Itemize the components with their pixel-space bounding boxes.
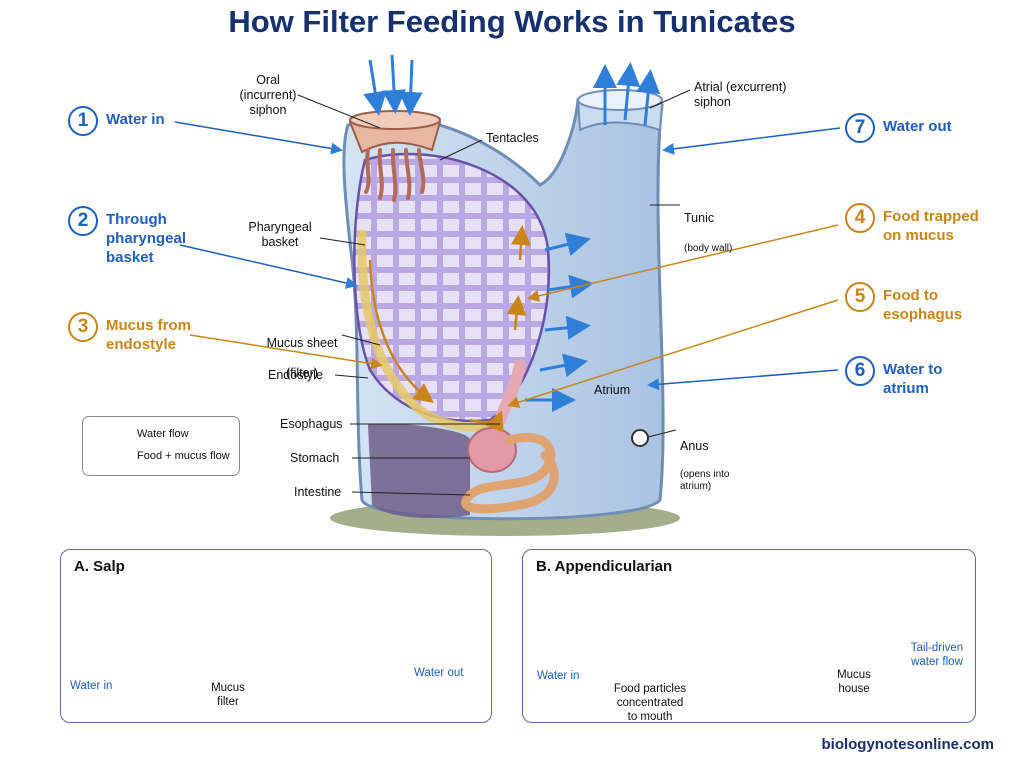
label-oral-siphon: Oral (incurrent) siphon	[239, 73, 297, 117]
anus-subtitle: (opens into atrium)	[680, 469, 730, 492]
legend-food-flow: Food + mucus flow	[137, 450, 230, 462]
label-atrial-siphon: Atrial (excurrent) siphon	[694, 80, 787, 109]
panel-salp	[60, 549, 492, 723]
tentacles-shape	[364, 148, 426, 202]
step-label: Food to esophagus	[883, 287, 963, 323]
anus-title: Anus	[680, 439, 709, 453]
label-stomach: Stomach	[290, 451, 340, 465]
label-atrium: Atrium	[594, 383, 631, 397]
label-tentacles: Tentacles	[486, 131, 539, 145]
step-5-food-esophagus: 5 Food to esophagus	[845, 282, 962, 324]
page-title: How Filter Feeding Works in Tunicates	[228, 4, 796, 39]
label-esophagus: Esophagus	[280, 417, 343, 431]
salp-water-in-label: Water in	[70, 680, 113, 692]
legend: Water flow Food + mucus flow	[82, 416, 240, 476]
step-number: 2	[68, 206, 98, 236]
step-label: Mucus from endostyle	[106, 317, 192, 353]
anus-shape	[631, 429, 649, 447]
salp-water-out-label: Water out	[414, 667, 464, 679]
app-tail-flow-label: Tail-driven water flow	[910, 642, 964, 668]
step-number: 1	[68, 106, 98, 136]
step-1-water-in: 1 Water in	[68, 106, 165, 136]
step-label: Through pharyngeal basket	[106, 211, 187, 266]
step-label: Water in	[106, 111, 165, 128]
step-label: Water out	[883, 118, 952, 135]
step-4-food-trapped: 4 Food trapped on mucus	[845, 203, 979, 245]
panel-appendicularian-title: B. Appendicularian	[536, 558, 673, 575]
panel-appendicularian	[522, 549, 976, 723]
tunic-subtitle: (body wall)	[684, 243, 733, 254]
step-label: Water to atrium	[883, 361, 943, 397]
label-intestine: Intestine	[294, 485, 342, 499]
label-anus: Anus (opens into atrium)	[680, 424, 729, 508]
stomach-shape	[467, 427, 517, 473]
tunic-title: Tunic	[684, 211, 715, 225]
step-number: 6	[845, 356, 875, 386]
step-6-water-atrium: 6 Water to atrium	[845, 356, 942, 398]
app-mucus-house-label: Mucus house	[837, 669, 871, 695]
label-mucus-sheet: Mucus sheet (filter)	[262, 321, 342, 396]
step-2-pharyngeal-basket: 2 Through pharyngeal basket	[68, 206, 186, 267]
legend-water-flow: Water flow	[137, 428, 189, 440]
label-pharyngeal-basket: Pharyngeal basket	[248, 220, 312, 249]
step-7-water-out: 7 Water out	[845, 113, 952, 143]
website-credit: biologynotesonline.com	[821, 736, 994, 753]
app-water-in-label: Water in	[537, 670, 580, 682]
step-number: 7	[845, 113, 875, 143]
salp-mucus-filter-label: Mucus filter	[211, 682, 245, 708]
app-food-particles-label: Food particles concentrated to mouth	[613, 683, 687, 723]
step-number: 4	[845, 203, 875, 233]
step-3-mucus-endostyle: 3 Mucus from endostyle	[68, 312, 191, 354]
mucus-sheet-title: Mucus sheet	[266, 336, 338, 350]
label-endostyle: Endostyle	[268, 368, 323, 382]
step-label: Food trapped on mucus	[883, 208, 979, 244]
panel-salp-title: A. Salp	[74, 558, 125, 575]
endostyle-shape	[357, 229, 492, 432]
mucus-sheet-subtitle: (filter)	[286, 366, 318, 380]
step-number: 3	[68, 312, 98, 342]
label-tunic: Tunic (body wall)	[684, 196, 732, 271]
step-number: 5	[845, 282, 875, 312]
